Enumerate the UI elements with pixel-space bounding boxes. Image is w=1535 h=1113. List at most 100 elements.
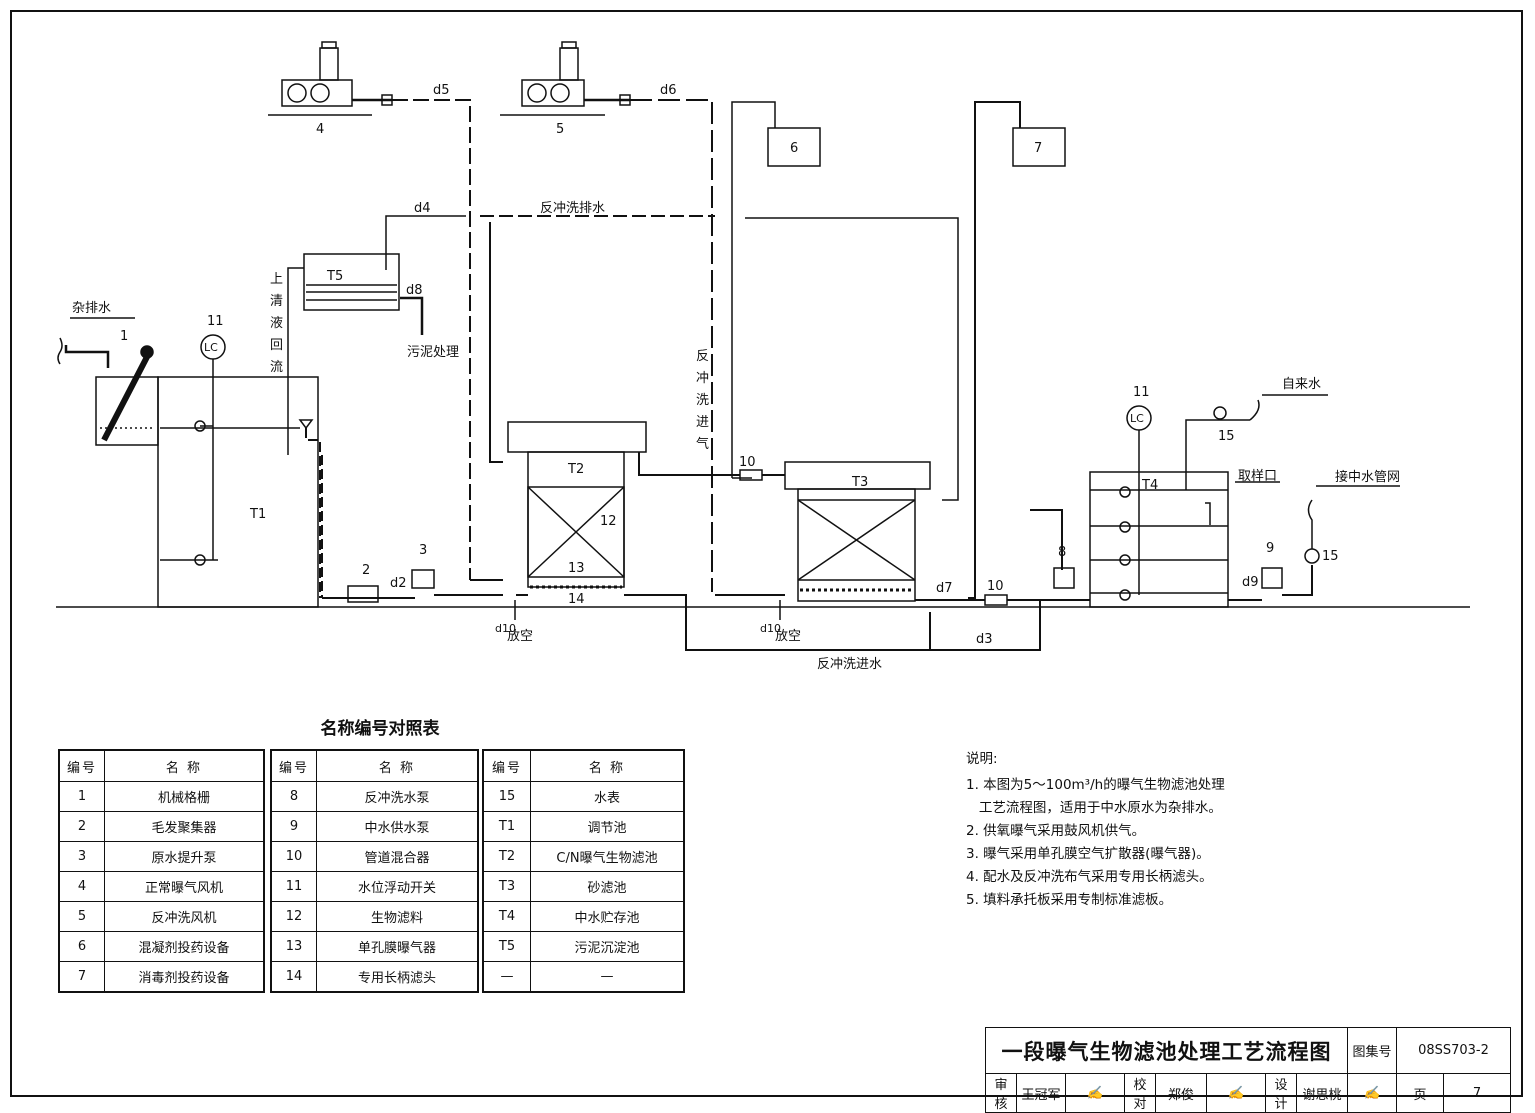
dosing-6 xyxy=(767,127,821,167)
level-switch-t4 xyxy=(1119,405,1152,601)
legend-name: 反冲洗风机 xyxy=(104,901,265,932)
label-t5: T5 xyxy=(326,269,343,284)
backwash-pump xyxy=(1053,567,1075,589)
raw-water-pump xyxy=(411,569,435,589)
legend-header-no: 编号 xyxy=(270,749,317,782)
blower-5 xyxy=(500,41,631,116)
legend-no: 13 xyxy=(270,931,317,962)
label-blower-5: 5 xyxy=(556,122,564,137)
label-n11b: 11 xyxy=(1133,385,1150,400)
label-d3: d3 xyxy=(976,632,993,647)
label-return-3: 液 xyxy=(270,316,283,331)
mechanical-grille xyxy=(101,345,154,442)
legend-no: T1 xyxy=(482,811,531,842)
process-flow-diagram: 杂排水 1 11 LC T1 4 5 d5 d6 6 7 d4 反冲洗排水 T5… xyxy=(56,41,1470,672)
level-switch-t1 xyxy=(194,334,226,566)
label-return-1: 上 xyxy=(270,272,283,287)
legend-no: T4 xyxy=(482,901,531,932)
legend-no: — xyxy=(482,961,531,993)
legend-name: C/N曝气生物滤池 xyxy=(530,841,685,872)
legend-no: 14 xyxy=(270,961,317,993)
legend-name: 消毒剂投药设备 xyxy=(104,961,265,993)
label-d10b: d10 xyxy=(760,622,781,635)
legend-no: 2 xyxy=(58,811,105,842)
drawing-title: 一段曝气生物滤池处理工艺流程图 xyxy=(985,1027,1348,1074)
note-line: 5. 填料承托板采用专制标准滤板。 xyxy=(966,892,1173,908)
label-d7: d7 xyxy=(936,581,953,596)
legend-header-name: 名 称 xyxy=(316,749,479,782)
legend-no: T3 xyxy=(482,871,531,902)
label-air-1: 反 xyxy=(696,349,709,364)
label-n10b: 10 xyxy=(987,579,1004,594)
label-n10a: 10 xyxy=(739,455,756,470)
legend-name: 水表 xyxy=(530,781,685,812)
label-return-2: 清 xyxy=(270,294,283,309)
dosing-7 xyxy=(1012,127,1066,167)
inflow-pipe xyxy=(64,345,110,368)
label-air-3: 洗 xyxy=(696,393,709,408)
note-line: 2. 供氧曝气采用鼓风机供气。 xyxy=(966,823,1146,839)
note-line: 工艺流程图，适用于中水原水为杂排水。 xyxy=(966,800,1222,816)
label-waste-water: 杂排水 xyxy=(72,301,111,316)
tank-t5 xyxy=(303,253,400,311)
checker-signature: ✍ xyxy=(1206,1073,1266,1113)
label-sludge: 污泥处理 xyxy=(407,345,459,360)
label-box6: 6 xyxy=(790,141,798,156)
atlas-label: 图集号 xyxy=(1347,1027,1397,1074)
label-vent-b: 放空 xyxy=(775,629,801,644)
review-label: 审核 xyxy=(985,1073,1017,1113)
label-box7: 7 xyxy=(1034,141,1042,156)
legend-no: 12 xyxy=(270,901,317,932)
atlas-number: 08SS703-2 xyxy=(1396,1027,1511,1074)
legend-name: 污泥沉淀池 xyxy=(530,931,685,962)
legend-name: 管道混合器 xyxy=(316,841,479,872)
designer-name: 谢思桃 xyxy=(1296,1073,1348,1113)
legend-name: 砂滤池 xyxy=(530,871,685,902)
legend-name: 反冲洗水泵 xyxy=(316,781,479,812)
legend-no: 10 xyxy=(270,841,317,872)
legend-header-no: 编号 xyxy=(482,749,531,782)
legend-name: 毛发聚集器 xyxy=(104,811,265,842)
reviewer-signature: ✍ xyxy=(1065,1073,1125,1113)
legend-title: 名称编号对照表 xyxy=(320,719,440,739)
legend-name: 单孔膜曝气器 xyxy=(316,931,479,962)
legend-row: —— xyxy=(482,961,685,993)
legend-no: 8 xyxy=(270,781,317,812)
note-line: 1. 本图为5～100m³/h的曝气生物滤池处理 xyxy=(966,777,1225,793)
supply-pump xyxy=(1261,567,1283,589)
mixer-10b xyxy=(984,594,1008,606)
label-d4: d4 xyxy=(414,201,431,216)
legend-name: — xyxy=(530,961,685,993)
legend-name: 机械格栅 xyxy=(104,781,265,812)
legend-no: 7 xyxy=(58,961,105,993)
legend-name: 生物滤料 xyxy=(316,901,479,932)
legend-name: 中水供水泵 xyxy=(316,811,479,842)
legend-no: 4 xyxy=(58,871,105,902)
note-line: 3. 曝气采用单孔膜空气扩散器(曝气器)。 xyxy=(966,846,1210,862)
label-sample-port: 取样口 xyxy=(1238,469,1277,484)
label-t4: T4 xyxy=(1141,478,1158,493)
label-d6: d6 xyxy=(660,83,677,98)
label-return-4: 回 xyxy=(270,338,283,353)
legend-no: T2 xyxy=(482,841,531,872)
label-n1: 1 xyxy=(120,329,128,344)
legend-name: 中水贮存池 xyxy=(530,901,685,932)
label-n3: 3 xyxy=(419,543,427,558)
tank-t2-baf xyxy=(507,421,647,589)
label-return-5: 流 xyxy=(270,360,283,375)
